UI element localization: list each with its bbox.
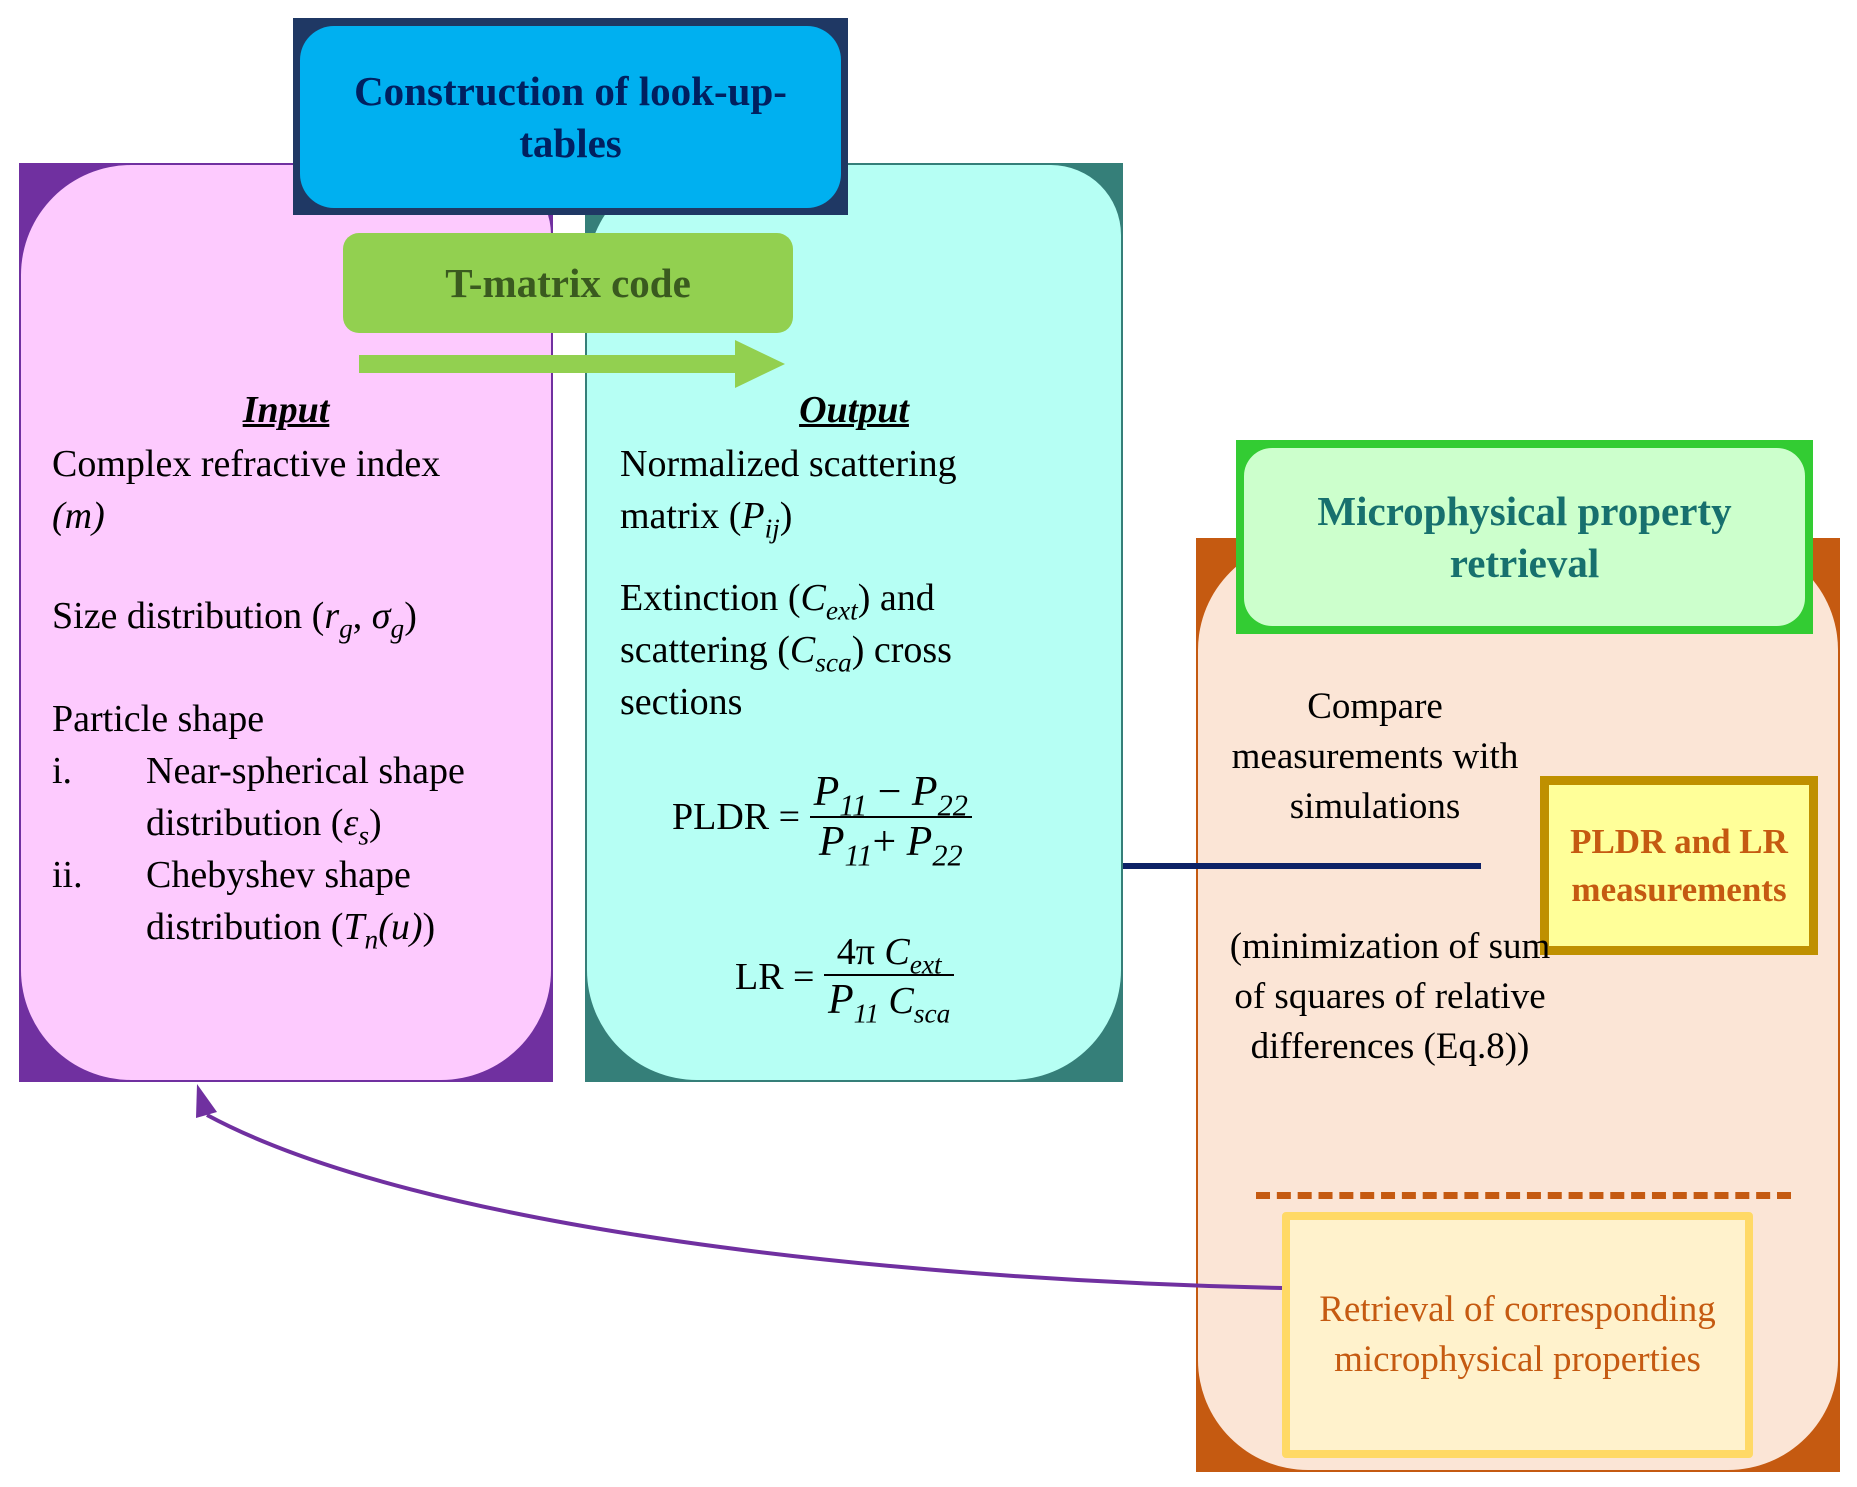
pldr-num-sub1: 11: [839, 788, 868, 823]
matrix-line2: matrix: [620, 495, 720, 537]
lr-denominator: P11 Csca: [824, 976, 954, 1027]
shape-item-symbol: T: [343, 906, 365, 948]
lr-fraction: 4π Cext P11 Csca: [824, 930, 955, 1027]
lr-lhs: LR =: [735, 956, 815, 998]
lut-header-title: Construction of look-up-tables: [300, 26, 841, 208]
pldr-den-op: +: [872, 819, 897, 865]
pldr-den-p2: P: [906, 819, 933, 865]
minimization-text: (minimization of sum of squares of relat…: [1229, 926, 1551, 1067]
shape-item-symbol-sub: n: [364, 924, 379, 955]
pldr-den-sub2: 22: [932, 838, 963, 873]
shape-item: ii. Chebyshev shape distribution (Tn(u)): [52, 849, 542, 953]
feedback-arrow-head: [196, 1084, 217, 1118]
size-symbol-r: r: [324, 595, 340, 637]
sca-label: scattering: [620, 629, 768, 671]
input-refractive-index: Complex refractive index (m): [52, 438, 532, 542]
tmatrix-code-box: T-matrix code: [343, 233, 793, 333]
refractive-symbol: (m): [52, 495, 105, 537]
shape-item-symbol: ε: [343, 802, 359, 844]
lr-numerator: 4π Cext: [824, 930, 955, 978]
pldr-num-p: P: [813, 769, 840, 815]
shape-item-marker: i.: [52, 750, 73, 792]
feedback-arrow-path: [206, 1113, 1283, 1290]
input-heading: Input: [242, 389, 330, 431]
sca-symbol: C: [789, 629, 816, 671]
shape-item-line1: Near-spherical shape: [146, 750, 465, 792]
output-to-comparison-connector: [1123, 863, 1481, 869]
matrix-symbol: P: [741, 495, 765, 537]
cross-label: cross: [873, 629, 952, 671]
lr-formula: LR = 4π Cext P11 Csca: [735, 930, 955, 1027]
output-cross-sections: Extinction (Cext) and scattering (Csca) …: [620, 572, 1110, 728]
pldr-num-p2: P: [911, 769, 938, 815]
output-scattering-matrix: Normalized scattering matrix (Pij): [620, 438, 1100, 542]
size-label: Size distribution: [52, 595, 303, 637]
size-symbol-sigma: σ: [371, 595, 391, 637]
pldr-num-sub2: 22: [937, 788, 968, 823]
shape-item-marker: ii.: [52, 854, 83, 896]
sections-label: sections: [620, 681, 743, 723]
lr-den-sub1: 11: [853, 998, 879, 1029]
compare-text: Compare measurements with simulations: [1231, 686, 1519, 827]
input-particle-shape: Particle shape i. Near-spherical shape d…: [52, 693, 542, 953]
size-symbol-r-sub: g: [339, 613, 353, 644]
retrieval-title: Microphysical property retrieval: [1244, 448, 1805, 626]
lr-den-sub2: sca: [913, 998, 951, 1029]
matrix-sub: ij: [764, 513, 780, 544]
and-label: and: [879, 577, 935, 619]
lr-num-c: C: [884, 931, 910, 973]
pldr-denominator: P11+ P22: [810, 818, 972, 871]
sca-sub: sca: [815, 647, 852, 678]
pldr-den-sub1: 11: [844, 838, 873, 873]
shape-label: Particle shape: [52, 698, 265, 740]
ext-sub: ext: [825, 595, 858, 626]
section-divider: [1256, 1192, 1791, 1199]
input-size-distribution: Size distribution (rg, σg): [52, 595, 417, 644]
refractive-label: Complex refractive index: [52, 443, 441, 485]
shape-item-symbol-sub: s: [358, 820, 370, 851]
pldr-formula: PLDR = P11 − P22 P11+ P22: [672, 768, 972, 871]
output-heading: Output: [799, 389, 909, 431]
measurements-box: PLDR and LR measurements: [1540, 776, 1818, 955]
lr-den-p: P: [828, 977, 854, 1023]
lr-den-c: C: [888, 980, 914, 1022]
pldr-fraction: P11 − P22 P11+ P22: [809, 768, 972, 871]
retrieval-result-box: Retrieval of corresponding microphysical…: [1282, 1212, 1753, 1458]
lr-num-sub: ext: [909, 949, 942, 980]
size-symbol-sigma-sub: g: [390, 613, 405, 644]
lr-num-const: 4π: [836, 931, 875, 973]
shape-item-line2: distribution: [146, 906, 322, 948]
shape-item-symbol-arg: (u): [378, 906, 423, 948]
matrix-line1: Normalized scattering: [620, 443, 957, 485]
ext-symbol: C: [800, 577, 826, 619]
ext-label: Extinction: [620, 577, 779, 619]
shape-item-line2: distribution: [146, 802, 322, 844]
shape-item-line1: Chebyshev shape: [146, 854, 411, 896]
pldr-num-op: −: [877, 769, 902, 815]
pldr-den-p: P: [818, 819, 845, 865]
pldr-numerator: P11 − P22: [809, 768, 972, 821]
input-to-output-arrow-icon: [359, 340, 785, 388]
shape-item: i. Near-spherical shape distribution (εs…: [52, 745, 542, 849]
pldr-lhs: PLDR =: [672, 796, 801, 838]
